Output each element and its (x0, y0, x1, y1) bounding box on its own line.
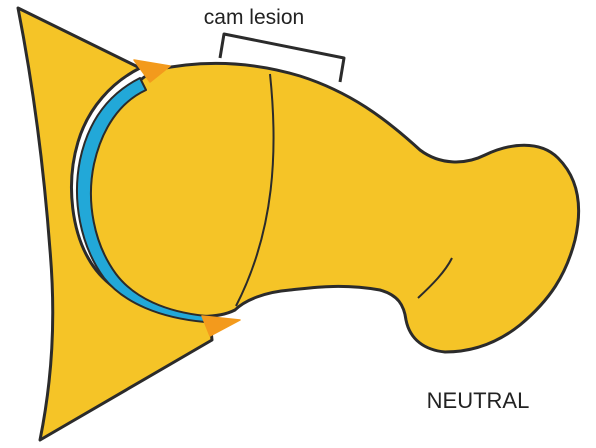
position-label: NEUTRAL (427, 388, 530, 413)
cam-lesion-label: cam lesion (204, 6, 304, 29)
